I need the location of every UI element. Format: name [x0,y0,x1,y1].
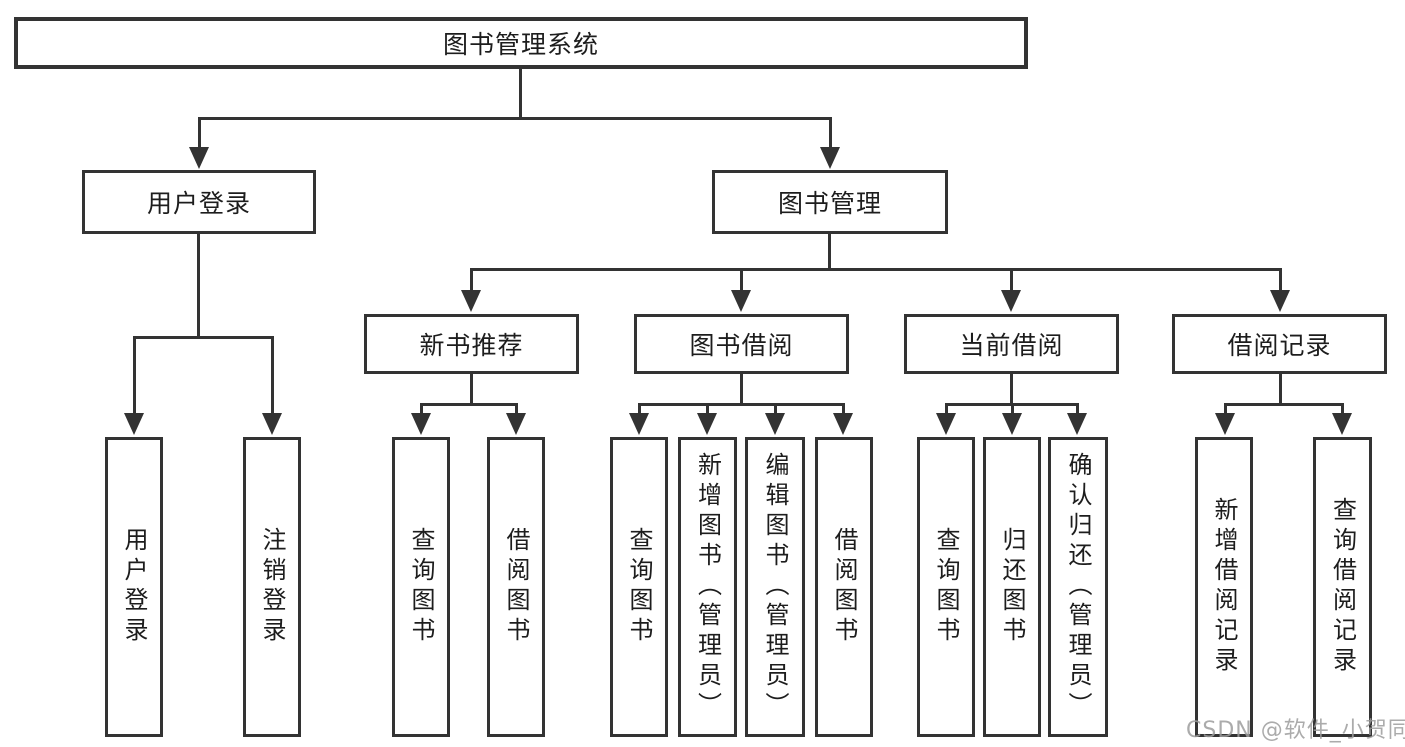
connector-borrow-records-bus [1224,403,1344,406]
arrowhead-down-icon [1215,413,1235,435]
connector-to-leaf-logout [271,336,274,416]
connector-leaf-drop [515,403,518,416]
connector-leaf-drop [945,403,948,416]
connector-to-new-book-recommend [470,268,473,293]
leaf-borrow-query-books: 查询图书 [610,437,668,737]
node-book-management: 图书管理 [712,170,948,234]
node-book-borrow-label: 图书借阅 [689,331,794,360]
connector-level3-bus [470,268,1281,271]
node-root-library-system: 图书管理系统 [14,17,1028,69]
arrowhead-down-icon [833,413,853,435]
arrowhead-down-icon [189,147,209,169]
node-current-borrow-label: 当前借阅 [959,331,1064,360]
leaf-edit-books-admin: 编辑图书（管理员） [745,437,805,737]
connector-leaf-drop [420,403,423,416]
arrowhead-down-icon [411,413,431,435]
connector-book-management-stem [828,232,831,270]
connector-leaf-drop [842,403,845,416]
leaf-recommend-query-books: 查询图书 [392,437,450,737]
connector-leaf-drop [638,403,641,416]
leaf-recommend-borrow-books: 借阅图书 [487,437,545,737]
leaf-label: 借阅图书 [502,527,530,647]
connector-leaf-drop [1224,403,1227,416]
leaf-user-login: 用户登录 [105,437,163,737]
arrowhead-down-icon [461,290,481,312]
arrowhead-down-icon [820,147,840,169]
leaf-label: 新增图书（管理员） [693,452,722,722]
connector-leaf-drop [1011,403,1014,416]
connector-to-current-borrow [1010,268,1013,293]
connector-user-login-bus [133,336,274,339]
arrowhead-down-icon [1002,413,1022,435]
arrowhead-down-icon [731,290,751,312]
arrowhead-down-icon [124,413,144,435]
node-borrow-records: 借阅记录 [1172,314,1387,374]
connector-book-borrow-stem [740,372,743,405]
leaf-label: 编辑图书（管理员） [761,452,789,722]
leaf-logout: 注销登录 [243,437,301,737]
node-user-login-label: 用户登录 [146,189,251,218]
connector-to-user-login [198,117,201,150]
connector-new-book-recommend-stem [470,372,473,405]
leaf-return-books: 归还图书 [983,437,1041,737]
leaf-label: 查询图书 [625,527,653,647]
node-book-management-label: 图书管理 [777,189,882,218]
leaf-current-query-books: 查询图书 [917,437,975,737]
connector-leaf-drop [774,403,777,416]
arrowhead-down-icon [936,413,956,435]
arrowhead-down-icon [629,413,649,435]
connector-to-borrow-records [1279,268,1282,293]
connector-current-borrow-stem [1010,372,1013,405]
connector-leaf-drop [1076,403,1079,416]
leaf-add-books-admin: 新增图书（管理员） [678,437,737,737]
arrowhead-down-icon [1067,413,1087,435]
leaf-label: 新增借阅记录 [1210,497,1238,677]
arrowhead-down-icon [1332,413,1352,435]
arrowhead-down-icon [1001,290,1021,312]
connector-book-borrow-bus [638,403,845,406]
connector-user-login-stem [197,232,200,338]
arrowhead-down-icon [765,413,785,435]
arrowhead-down-icon [1270,290,1290,312]
leaf-label: 注销登录 [258,527,286,647]
node-book-borrow: 图书借阅 [634,314,849,374]
leaf-label: 确认归还（管理员） [1064,452,1092,722]
leaf-label: 借阅图书 [830,527,858,647]
node-borrow-records-label: 借阅记录 [1227,331,1332,360]
node-root-label: 图书管理系统 [442,30,599,59]
leaf-label: 用户登录 [120,527,148,647]
connector-level2-bus [198,117,831,120]
arrowhead-down-icon [262,413,282,435]
connector-leaf-drop [1341,403,1344,416]
connector-to-book-management [829,117,832,150]
connector-to-leaf-user-login [133,336,136,416]
node-current-borrow: 当前借阅 [904,314,1119,374]
leaf-label: 归还图书 [998,527,1026,647]
node-new-book-recommend: 新书推荐 [364,314,579,374]
connector-new-book-recommend-bus [420,403,518,406]
csdn-watermark: CSDN @软件_小贺同学 [1186,718,1405,743]
leaf-confirm-return-admin: 确认归还（管理员） [1048,437,1108,737]
arrowhead-down-icon [506,413,526,435]
arrowhead-down-icon [697,413,717,435]
node-user-login: 用户登录 [82,170,316,234]
leaf-label: 查询图书 [932,527,960,647]
connector-to-book-borrow [740,268,743,293]
node-new-book-recommend-label: 新书推荐 [419,331,524,360]
connector-borrow-records-stem [1279,372,1282,405]
leaf-label: 查询借阅记录 [1328,497,1357,677]
connector-root-stem [519,66,522,119]
leaf-label: 查询图书 [407,527,435,647]
leaf-query-borrow-record: 查询借阅记录 [1313,437,1372,737]
connector-leaf-drop [706,403,709,416]
leaf-borrow-books: 借阅图书 [815,437,873,737]
leaf-add-borrow-record: 新增借阅记录 [1195,437,1253,737]
